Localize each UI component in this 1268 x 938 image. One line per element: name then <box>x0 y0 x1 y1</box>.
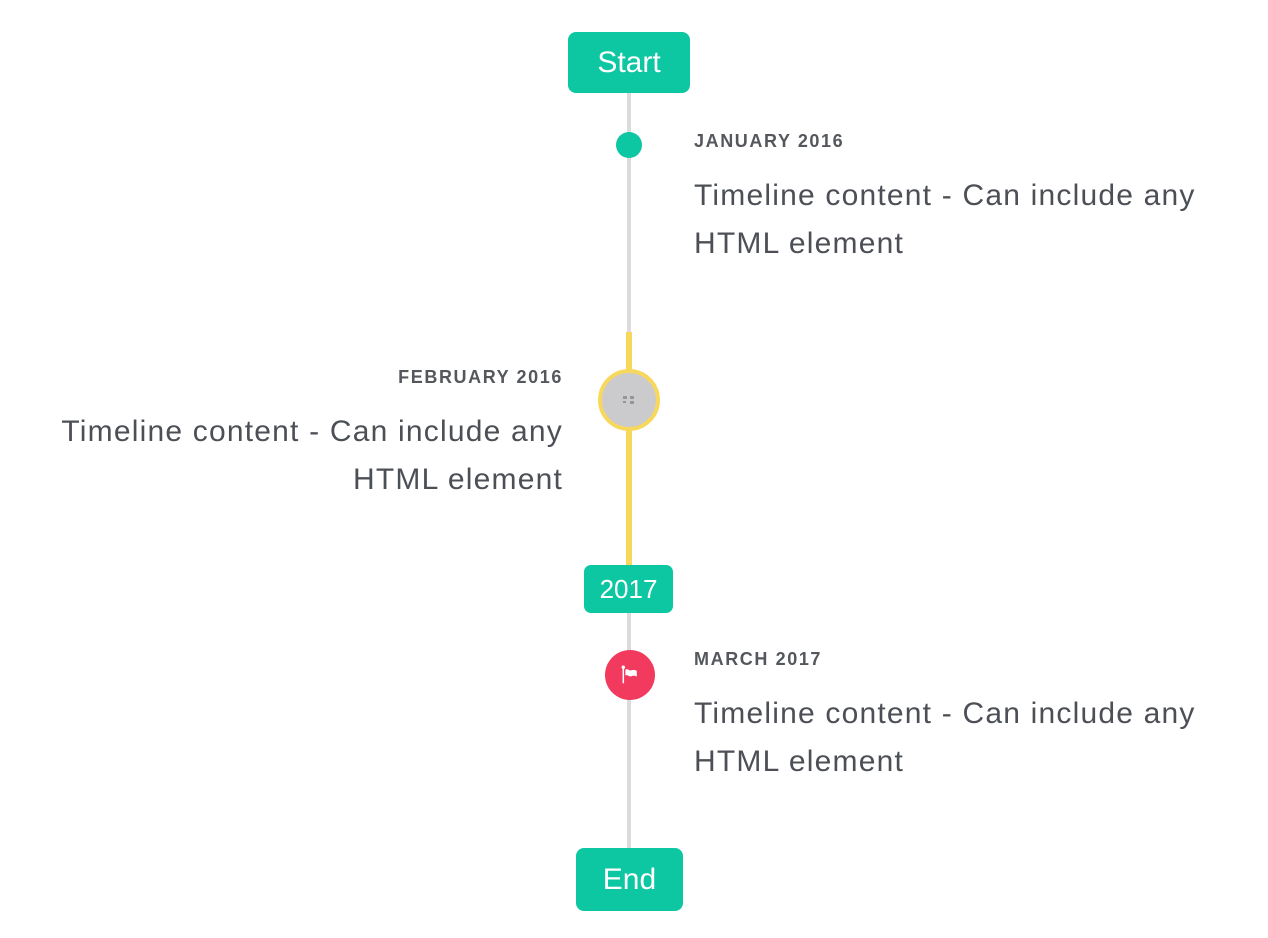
broken-image-icon <box>622 394 636 406</box>
timeline-line-segment-bottom <box>627 613 631 849</box>
timeline-start-badge[interactable]: Start <box>568 32 690 93</box>
event-january-2016: JANUARY 2016 Timeline content - Can incl… <box>694 130 1254 268</box>
event-marker-january[interactable] <box>616 132 642 158</box>
flag-icon <box>618 663 642 687</box>
event-content: Timeline content - Can include any HTML … <box>694 697 1196 778</box>
timeline-line-segment-top <box>627 93 631 332</box>
event-february-2016: FEBRUARY 2016 Timeline content - Can inc… <box>3 366 563 504</box>
event-content: Timeline content - Can include any HTML … <box>61 415 563 496</box>
event-date: JANUARY 2016 <box>694 131 845 151</box>
event-march-2017: MARCH 2017 Timeline content - Can includ… <box>694 648 1254 786</box>
timeline-line-segment-highlighted <box>626 332 632 565</box>
event-marker-march[interactable] <box>605 650 655 700</box>
event-marker-february[interactable] <box>598 369 660 431</box>
event-date: FEBRUARY 2016 <box>398 367 563 387</box>
timeline-end-badge[interactable]: End <box>576 848 683 911</box>
event-date: MARCH 2017 <box>694 649 823 669</box>
event-content: Timeline content - Can include any HTML … <box>694 179 1196 260</box>
timeline-year-badge[interactable]: 2017 <box>584 565 673 613</box>
